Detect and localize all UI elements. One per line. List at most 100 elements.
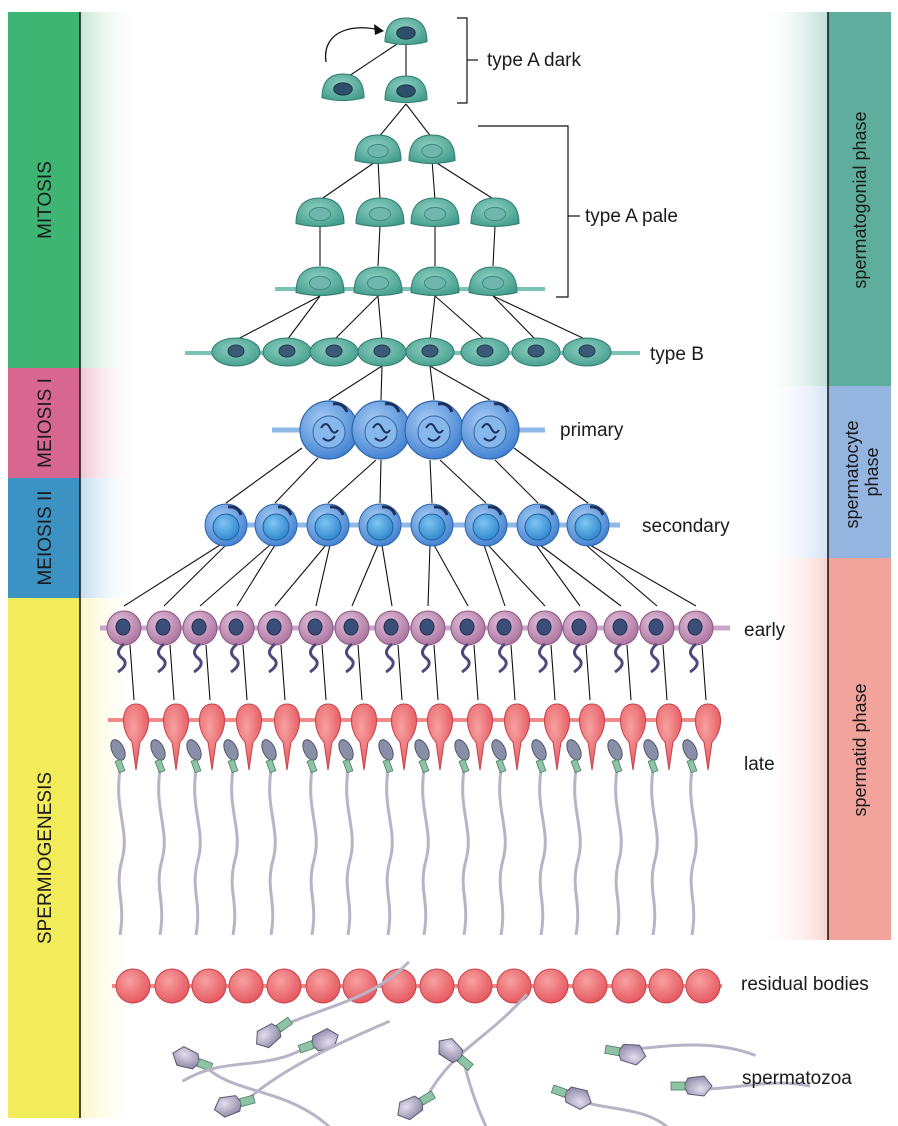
spermatozoon — [256, 960, 410, 1049]
early-spermatid — [562, 610, 598, 674]
type-a-dark-cells — [321, 17, 428, 104]
stage-label-spermiogenesis: SPERMIOGENESIS — [35, 772, 56, 944]
type-a-pale-cells — [275, 134, 545, 296]
type-a-pale-cell — [295, 197, 345, 227]
type-b-cell — [262, 337, 312, 367]
early-spermatid — [450, 610, 486, 674]
label-early: early — [744, 620, 786, 641]
type-a-pale-cell — [470, 197, 520, 227]
primary-spermatocyte — [460, 400, 520, 460]
type-b-cell — [309, 337, 359, 367]
type-b-cell — [511, 337, 561, 367]
stage-label-mitosis: MITOSIS — [35, 161, 56, 239]
early-spermatid — [257, 610, 293, 674]
type-a-dark-cell — [384, 75, 428, 104]
late-spermatids — [108, 703, 721, 936]
type-b-cell — [460, 337, 510, 367]
residual-body — [381, 968, 417, 1004]
primary-spermatocyte — [404, 400, 464, 460]
late-spermatid — [261, 703, 300, 936]
early-spermatid — [487, 610, 523, 674]
label-type-a-pale: type A pale — [585, 206, 678, 227]
late-spermatid — [607, 703, 646, 936]
phase-bar-spermatogonial — [828, 12, 891, 386]
residual-body — [228, 968, 264, 1004]
type-b-cell — [357, 337, 407, 367]
spermatozoa — [172, 960, 811, 1126]
late-spermatid — [454, 703, 493, 936]
early-spermatid — [639, 610, 675, 674]
type-b-cell — [211, 337, 261, 367]
late-spermatid — [643, 703, 682, 936]
type-a-pale-cell — [295, 266, 345, 296]
stage-bar-spermiogenesis — [8, 598, 80, 1118]
type-a-dark-cell — [321, 73, 365, 102]
early-spermatid — [603, 610, 639, 674]
secondary-spermatocyte — [516, 503, 560, 547]
spermatozoon — [172, 1045, 339, 1126]
lineage-connectors — [123, 37, 707, 701]
primary-spermatocyte — [299, 400, 359, 460]
type-a-pale-cell — [354, 134, 402, 164]
phase-label-spermatocyte-line2: phase — [862, 447, 882, 496]
secondary-spermatocyte — [204, 503, 248, 547]
late-spermatid — [110, 703, 149, 936]
type-a-pale-cell — [355, 197, 405, 227]
type-b-cell — [405, 337, 455, 367]
left-stage-bars: MITOSIS MEIOSIS I MEIOSIS II SPERMIOGENE… — [8, 12, 81, 1118]
early-spermatid — [410, 610, 446, 674]
phase-label-spermatocyte: spermatocyte phase — [842, 415, 882, 528]
residual-body — [191, 968, 227, 1004]
early-spermatid — [146, 610, 182, 674]
residual-bodies — [112, 968, 722, 1004]
primary-spermatocyte — [351, 400, 411, 460]
secondary-spermatocyte — [306, 503, 350, 547]
early-spermatid — [219, 610, 255, 674]
label-type-b: type B — [650, 344, 704, 365]
residual-body — [419, 968, 455, 1004]
residual-body — [611, 968, 647, 1004]
residual-body — [305, 968, 341, 1004]
secondary-spermatocytes — [204, 503, 620, 547]
secondary-spermatocyte — [464, 503, 508, 547]
residual-body — [457, 968, 493, 1004]
spermatozoon — [550, 1084, 675, 1126]
label-type-a-dark: type A dark — [487, 50, 582, 71]
late-spermatid — [682, 703, 721, 936]
type-a-pale-cell — [410, 266, 460, 296]
residual-body — [154, 968, 190, 1004]
residual-body — [648, 968, 684, 1004]
spermatozoon — [213, 1019, 391, 1118]
phase-bar-spermatocyte — [828, 386, 891, 558]
early-spermatid — [527, 610, 563, 674]
phase-label-spermatid: spermatid phase — [850, 683, 870, 816]
phase-label-spermatocyte-line1: spermatocyte — [842, 420, 862, 528]
label-residual-bodies: residual bodies — [741, 974, 869, 995]
spermatozoon — [438, 1037, 511, 1126]
phase-label-spermatogonial: spermatogonial phase — [850, 111, 870, 288]
early-spermatid — [678, 610, 714, 674]
secondary-spermatocyte — [566, 503, 610, 547]
stage-bar-meiosis-2 — [8, 478, 80, 598]
secondary-spermatocyte — [358, 503, 402, 547]
spermatozoon — [670, 1075, 811, 1097]
residual-body — [533, 968, 569, 1004]
right-phase-bars: spermatogonial phase spermatocyte phase … — [827, 12, 891, 940]
self-renewal-arrowhead — [374, 24, 384, 35]
secondary-spermatocyte — [254, 503, 298, 547]
phase-bar-spermatid — [828, 558, 891, 940]
residual-body — [496, 968, 532, 1004]
self-renewal-arrow — [324, 27, 381, 63]
late-spermatid — [338, 703, 377, 936]
stage-bar-meiosis-1 — [8, 368, 80, 478]
late-spermatid — [150, 703, 189, 936]
late-spermatid — [223, 703, 262, 936]
late-spermatid — [531, 703, 570, 936]
brackets — [457, 17, 580, 298]
type-a-pale-cell — [410, 197, 460, 227]
early-spermatids — [100, 610, 730, 674]
late-spermatid — [302, 703, 341, 936]
type-b-cells — [185, 337, 640, 367]
early-spermatid — [106, 610, 142, 674]
